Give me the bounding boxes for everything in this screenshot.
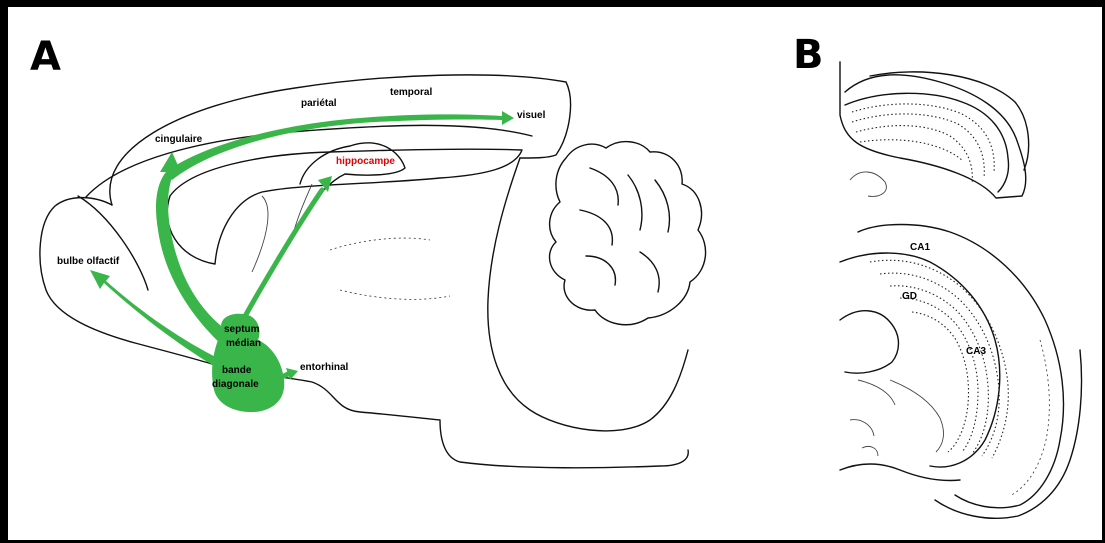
label-septum: septum bbox=[224, 324, 260, 335]
section-top-cells-2 bbox=[852, 114, 984, 178]
label-bande: bande bbox=[222, 365, 252, 376]
olfactory-bulb-inner bbox=[78, 196, 148, 290]
ventral-contour bbox=[215, 365, 688, 468]
section-bottom-outer-2 bbox=[935, 350, 1082, 518]
label-gd: GD bbox=[902, 291, 917, 302]
section-top bbox=[840, 62, 1029, 198]
section-bottom-outer bbox=[858, 225, 1064, 508]
cerebellum-outline bbox=[550, 142, 706, 325]
label-hippocampe: hippocampe bbox=[336, 156, 395, 167]
section-top-cells-1 bbox=[852, 104, 994, 172]
section-bottom-cells-1 bbox=[870, 260, 1008, 458]
panel-a: A bbox=[30, 34, 706, 468]
panel-b: B CA1 GD bbox=[793, 32, 1082, 518]
section-bottom-left bbox=[840, 311, 899, 373]
label-ca1: CA1 bbox=[910, 242, 930, 253]
label-visuel: visuel bbox=[517, 110, 546, 121]
label-temporal: temporal bbox=[390, 87, 432, 98]
ventricle-inner bbox=[252, 196, 268, 272]
section-bottom bbox=[840, 225, 1082, 519]
label-parietal: pariétal bbox=[301, 98, 337, 109]
path-cingulaire bbox=[156, 152, 238, 345]
label-diagonale: diagonale bbox=[212, 379, 259, 390]
section-bottom-cells-2 bbox=[880, 273, 999, 456]
section-bottom-cells-5 bbox=[912, 312, 969, 452]
label-cingulaire: cingulaire bbox=[155, 134, 203, 145]
label-ca3: CA3 bbox=[966, 346, 986, 357]
section-top-outer-arc bbox=[870, 72, 1029, 170]
section-top-base bbox=[850, 172, 886, 196]
section-bottom-outer-dots bbox=[1010, 340, 1049, 496]
diencephalon-faint bbox=[330, 238, 450, 299]
section-top-outer bbox=[840, 62, 1026, 198]
path-parietal-visuel bbox=[166, 111, 514, 180]
panel-a-letter: A bbox=[30, 34, 61, 80]
label-bulbe-olfactif: bulbe olfactif bbox=[57, 256, 120, 267]
section-bottom-misc bbox=[850, 380, 895, 456]
label-median: médian bbox=[226, 338, 261, 349]
olfactory-bulb-outline bbox=[40, 198, 215, 365]
section-top-cells-4 bbox=[860, 140, 962, 160]
section-bottom-cells-4 bbox=[900, 298, 978, 452]
path-hippocampe bbox=[244, 190, 322, 318]
brainstem-outline bbox=[488, 158, 688, 431]
panel-b-letter: B bbox=[793, 32, 824, 78]
label-entorhinal: entorhinal bbox=[300, 362, 349, 373]
section-bottom-inner bbox=[840, 253, 1000, 467]
section-top-curve bbox=[845, 93, 1009, 192]
cerebellum-folia bbox=[580, 168, 669, 292]
section-bottom-thalamus bbox=[890, 380, 943, 452]
